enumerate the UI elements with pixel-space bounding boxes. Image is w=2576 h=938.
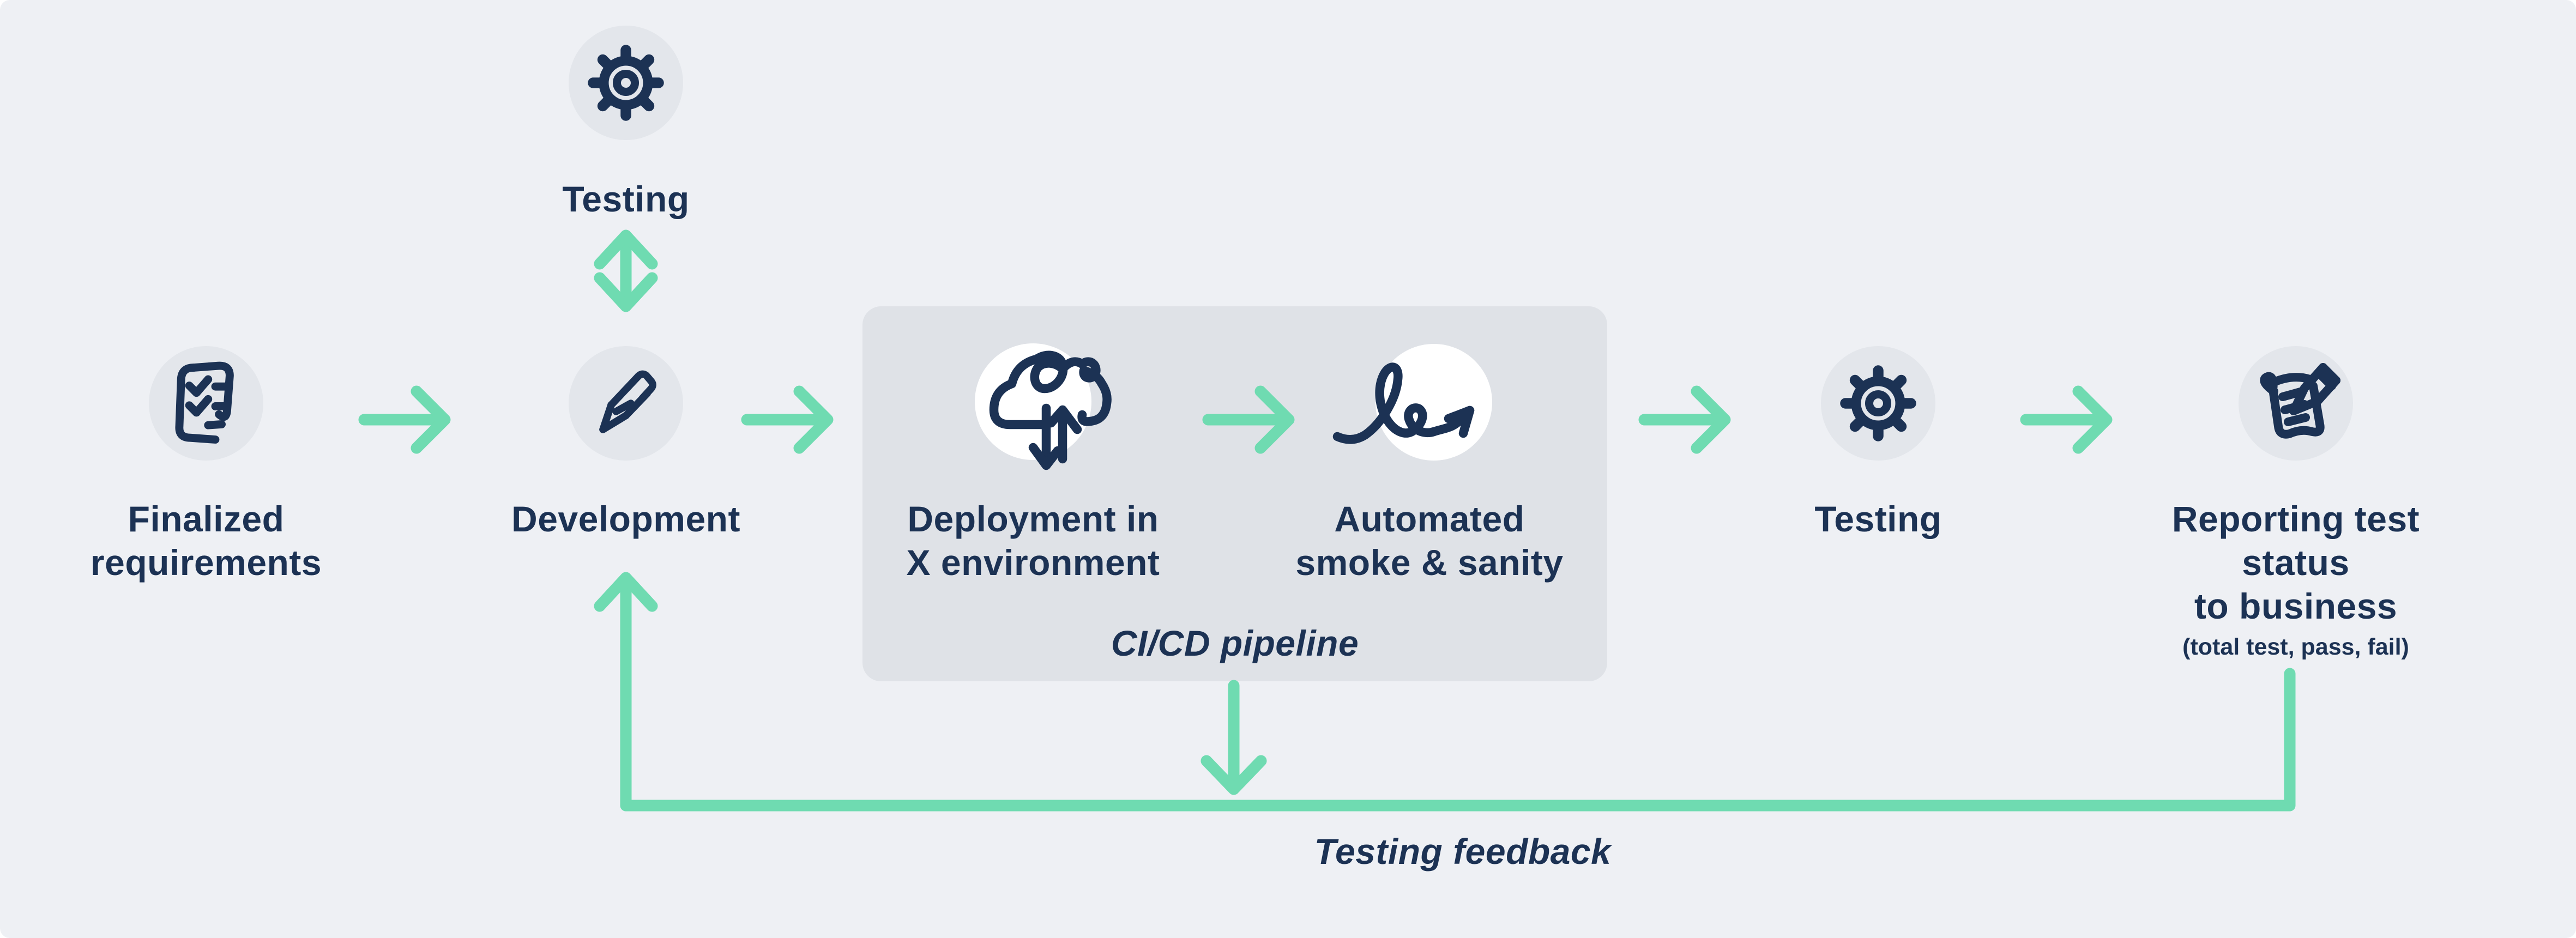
- cloud-deployment-icon: [989, 350, 1112, 470]
- reporting-line1: Reporting test: [2171, 499, 2420, 539]
- checklist-icon: [175, 361, 234, 444]
- reporting-icon-circle: [2239, 346, 2353, 461]
- top-testing-icon-circle: [569, 26, 683, 140]
- flow-arrow-5: [2020, 385, 2113, 454]
- development-label: Development: [511, 499, 740, 539]
- automated-icon-circle: [1332, 344, 1492, 461]
- development-icon-circle: [569, 346, 683, 461]
- deployment-icon-circle: [975, 343, 1112, 470]
- report-writing-icon: [2260, 363, 2340, 439]
- automated-line1: Automated: [1334, 499, 1525, 539]
- feedback-loop-line: [594, 572, 2296, 812]
- deployment-line1: Deployment in: [907, 499, 1159, 539]
- testing-icon-circle: [1821, 346, 1935, 461]
- automated-line2: smoke & sanity: [1295, 542, 1564, 583]
- flow-arrow-2: [741, 385, 834, 454]
- automated-label: Automated smoke & sanity: [1239, 497, 1620, 584]
- scribble-arrow-icon: [1332, 362, 1475, 444]
- deployment-line2: X environment: [906, 542, 1160, 583]
- flow-arrow-4: [1638, 385, 1731, 454]
- feedback-down-arrow: [1200, 680, 1267, 795]
- reporting-note: (total test, pass, fail): [2182, 634, 2409, 660]
- finalized-requirements-icon-circle: [149, 346, 263, 461]
- deployment-label: Deployment in X environment: [842, 497, 1224, 584]
- reporting-line2: status: [2242, 542, 2350, 583]
- pencil-icon: [599, 370, 656, 433]
- testing-feedback-label: Testing feedback: [1314, 831, 1612, 872]
- gear-icon: [588, 45, 664, 121]
- flow-arrow-1: [358, 385, 451, 454]
- cicd-pipeline-label: CI/CD pipeline: [1111, 623, 1359, 663]
- finalized-line2: requirements: [90, 542, 322, 583]
- testing-sync-double-arrow: [594, 229, 658, 312]
- finalized-requirements-label: Finalized requirements: [15, 497, 397, 584]
- flow-arrow-3: [1202, 385, 1295, 454]
- finalized-line1: Finalized: [128, 499, 285, 539]
- reporting-line3: to business: [2194, 586, 2398, 626]
- top-testing-label: Testing: [562, 179, 690, 219]
- testing-label: Testing: [1814, 499, 1942, 539]
- reporting-label: Reporting test status to business (total…: [2105, 497, 2487, 662]
- gear-icon: [1840, 365, 1916, 441]
